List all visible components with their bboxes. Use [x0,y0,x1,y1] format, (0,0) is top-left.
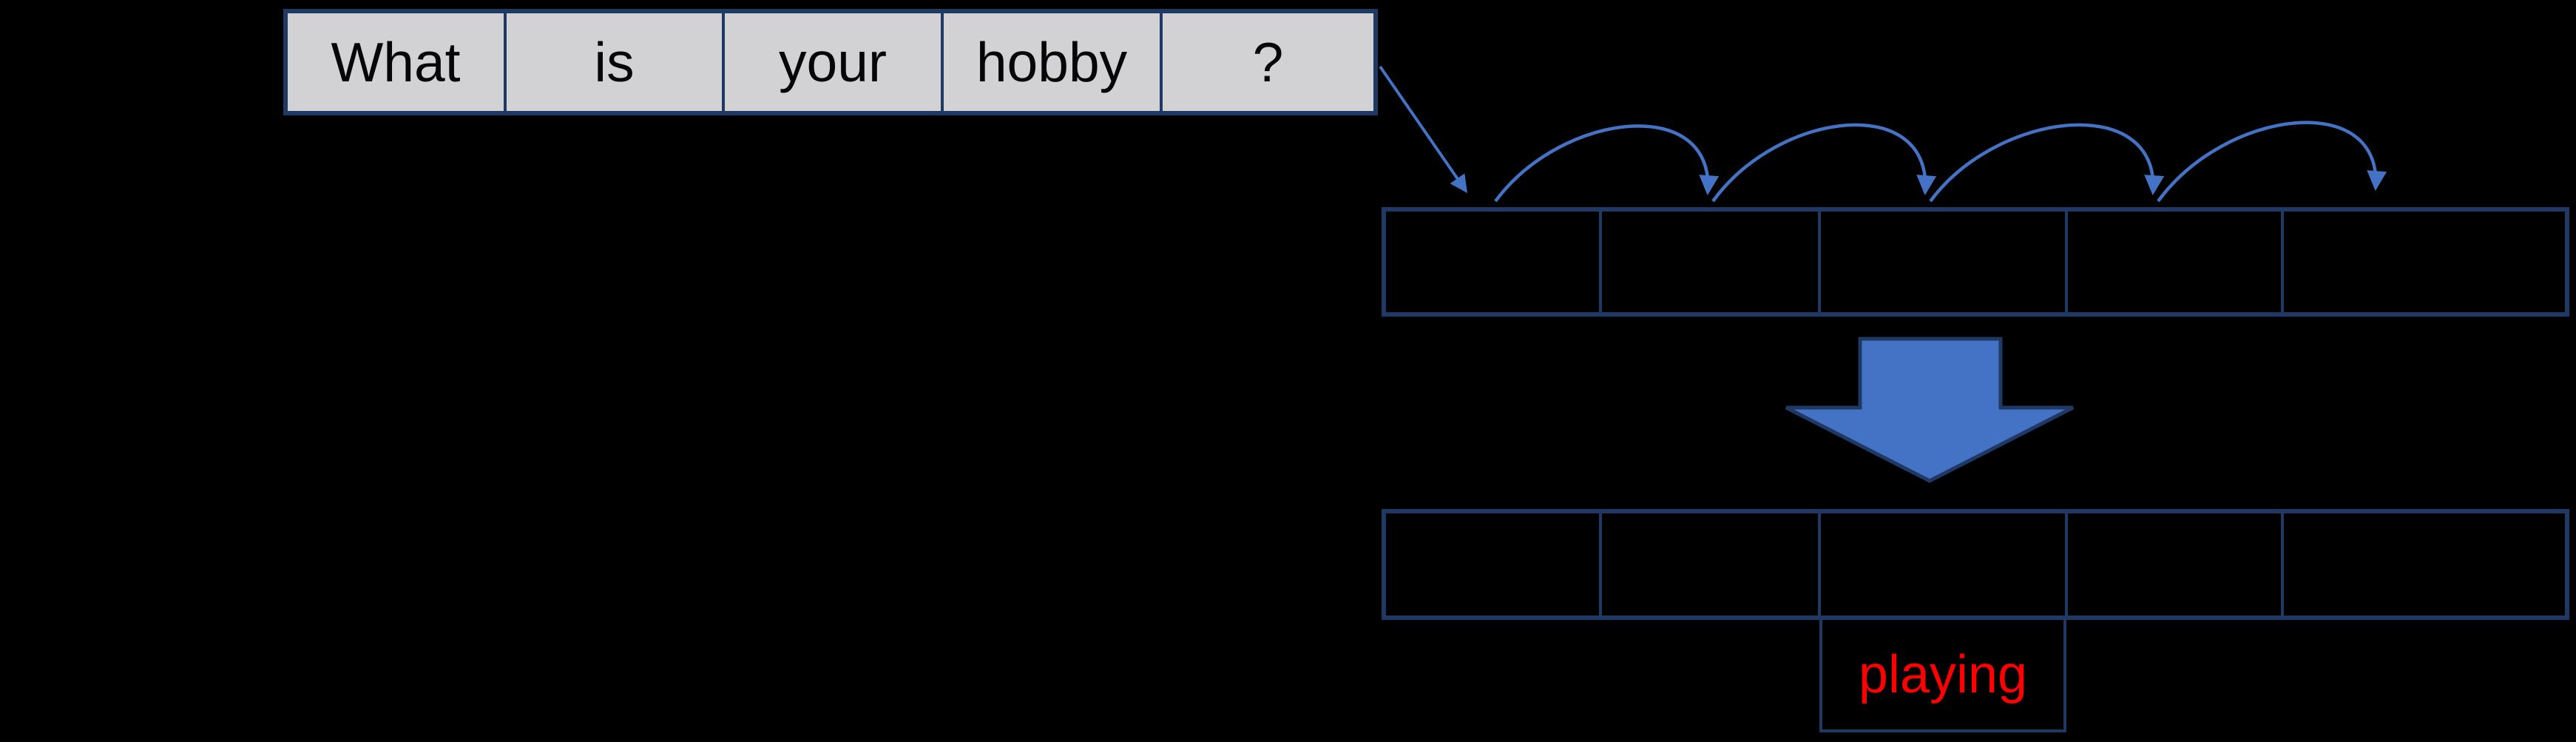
sequence-hop-arc-icon [1494,124,1720,203]
lower-state-cell [1386,513,1602,615]
sequence-hop-arc-icon [2157,121,2387,203]
upper-state-cell [1821,212,2068,312]
upper-state-cell [1602,212,1821,312]
lower-state-cell [2068,513,2284,615]
sentence-token-cell: hobby [944,13,1163,111]
sentence-token-cell: is [507,13,725,111]
output-word-label: playing [1858,645,2028,704]
sentence-token-row: What is your hobby ? [283,9,1378,115]
upper-state-cell [2284,212,2565,312]
sentence-word: ? [1252,30,1284,93]
down-block-arrow-icon [1785,337,2075,483]
lower-state-cell [1821,513,2068,615]
upper-state-cell [1386,212,1602,312]
sentence-word: your [779,30,887,93]
lower-state-row [1382,509,2569,620]
sentence-token-cell: your [725,13,944,111]
output-word-box: playing [1819,617,2066,732]
sentence-token-cell: ? [1163,13,1373,111]
sentence-word: is [594,30,635,93]
sequence-hop-arc-icon [1929,123,2165,203]
sequence-hop-arc-icon [1711,123,1937,203]
input-flow-arrow-icon [1379,65,1468,193]
upper-state-row [1382,207,2569,317]
sentence-word: hobby [976,30,1128,93]
lower-state-cell [2284,513,2565,615]
sentence-token-cell: What [288,13,507,111]
lower-state-cell [1602,513,1821,615]
upper-state-cell [2068,212,2284,312]
sentence-word: What [331,30,461,93]
